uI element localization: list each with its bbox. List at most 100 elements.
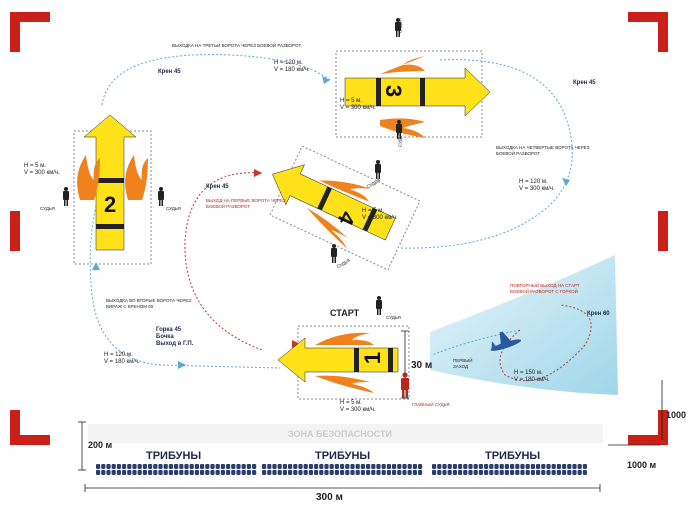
tribune-seat <box>262 470 267 475</box>
tribune-seat <box>350 464 355 469</box>
tribune-seat <box>215 464 220 469</box>
gate4-params: H = 5 м. V = 300 км/ч. <box>362 208 398 221</box>
tribune-label-3: ТРИБУНЫ <box>485 450 541 462</box>
tribune-seat <box>246 470 251 475</box>
gate2-judge-right: СУДЬЯ <box>166 206 181 211</box>
tribune-seat <box>345 464 350 469</box>
tribune-seat <box>194 464 199 469</box>
start-number: 1 <box>360 351 386 365</box>
tribune-seat <box>473 464 478 469</box>
dist-1000-h: 1000 м <box>627 460 657 470</box>
tribune-seat <box>360 470 365 475</box>
tribune-seat <box>288 464 293 469</box>
tribune-seat <box>116 464 121 469</box>
tribune-seat <box>174 464 179 469</box>
tribune-seat <box>541 470 546 475</box>
dist-1000-v: 1000 <box>666 410 687 420</box>
tribune-seat <box>582 470 587 475</box>
tribune-seat <box>489 464 494 469</box>
tribune-seat <box>127 470 132 475</box>
bank45-right: Крен 45 <box>573 80 596 86</box>
safety-zone-band <box>88 424 603 443</box>
gate2-judge-left: СУДЬЯ <box>40 206 55 211</box>
tribune-seat <box>111 470 116 475</box>
tribune-seat <box>241 464 246 469</box>
tribune-seat <box>308 464 313 469</box>
tribune-seat <box>319 464 324 469</box>
tribune-seat <box>267 470 272 475</box>
tribune-seat <box>163 470 168 475</box>
tribune-seat <box>484 464 489 469</box>
tribune-seat <box>308 470 313 475</box>
tribune-seat <box>340 464 345 469</box>
tribune-seat <box>345 470 350 475</box>
tribune-seat <box>386 470 391 475</box>
bank45-mid: Крен 45 <box>206 184 229 190</box>
dimension-lines <box>78 380 663 492</box>
tribune-seat <box>551 470 556 475</box>
tribune-seat <box>168 464 173 469</box>
tribune-rows <box>96 464 587 475</box>
tribune-seat <box>205 470 210 475</box>
tribune-seat <box>340 470 345 475</box>
tribune-seat <box>252 470 257 475</box>
tribune-seat <box>355 464 360 469</box>
tribune-seat <box>567 470 572 475</box>
tribune-seat <box>381 464 386 469</box>
tribune-seat <box>484 470 489 475</box>
judge-figures <box>63 18 409 398</box>
tribune-seat <box>96 470 101 475</box>
tribune-seat <box>437 464 442 469</box>
tribune-seat <box>577 464 582 469</box>
tribune-seat <box>458 464 463 469</box>
tribune-seat <box>277 464 282 469</box>
right-params: H = 120 м. V = 300 км/ч. <box>519 179 555 192</box>
tribune-seat <box>142 470 147 475</box>
tribune-seat <box>504 470 509 475</box>
tribune-seat <box>329 470 334 475</box>
tribune-seat <box>541 464 546 469</box>
tribune-seat <box>520 470 525 475</box>
tribune-seat <box>153 464 158 469</box>
red-route <box>184 172 592 382</box>
tribune-seat <box>432 464 437 469</box>
tribune-seat <box>402 470 407 475</box>
tribune-seat <box>463 470 468 475</box>
tribune-seat <box>101 470 106 475</box>
tribune-seat <box>536 470 541 475</box>
tribune-seat <box>106 470 111 475</box>
tribune-seat <box>447 464 452 469</box>
tribune-seat <box>200 464 205 469</box>
tribune-seat <box>412 470 417 475</box>
tribune-seat <box>499 470 504 475</box>
tribune-seat <box>371 464 376 469</box>
tribune-seat <box>205 464 210 469</box>
tribune-seat <box>96 464 101 469</box>
tribune-seat <box>530 464 535 469</box>
tribune-seat <box>437 470 442 475</box>
tribune-seat <box>329 464 334 469</box>
tribune-seat <box>122 470 127 475</box>
tribune-seat <box>220 470 225 475</box>
chief-judge-label: ГЛАВНЫЙ СУДЬЯ <box>412 402 450 407</box>
tribune-seat <box>116 470 121 475</box>
tribune-seat <box>215 470 220 475</box>
tribune-seat <box>520 464 525 469</box>
top-params: H = 120 м. V = 180 км/ч. <box>274 60 310 73</box>
tribune-seat <box>478 470 483 475</box>
tribune-seat <box>179 464 184 469</box>
gate2-arrow <box>77 114 148 251</box>
tribune-seat <box>148 464 153 469</box>
tribune-seat <box>241 470 246 475</box>
dist-200: 200 м <box>88 440 113 450</box>
tribune-seat <box>572 470 577 475</box>
tribune-seat <box>127 464 132 469</box>
tribune-seat <box>366 464 371 469</box>
tribune-seat <box>494 470 499 475</box>
tribune-seat <box>298 464 303 469</box>
tribune-seat <box>402 464 407 469</box>
bank45-top: Крен 45 <box>158 69 181 75</box>
tribune-seat <box>210 470 215 475</box>
tribune-seat <box>392 470 397 475</box>
tribune-seat <box>366 470 371 475</box>
